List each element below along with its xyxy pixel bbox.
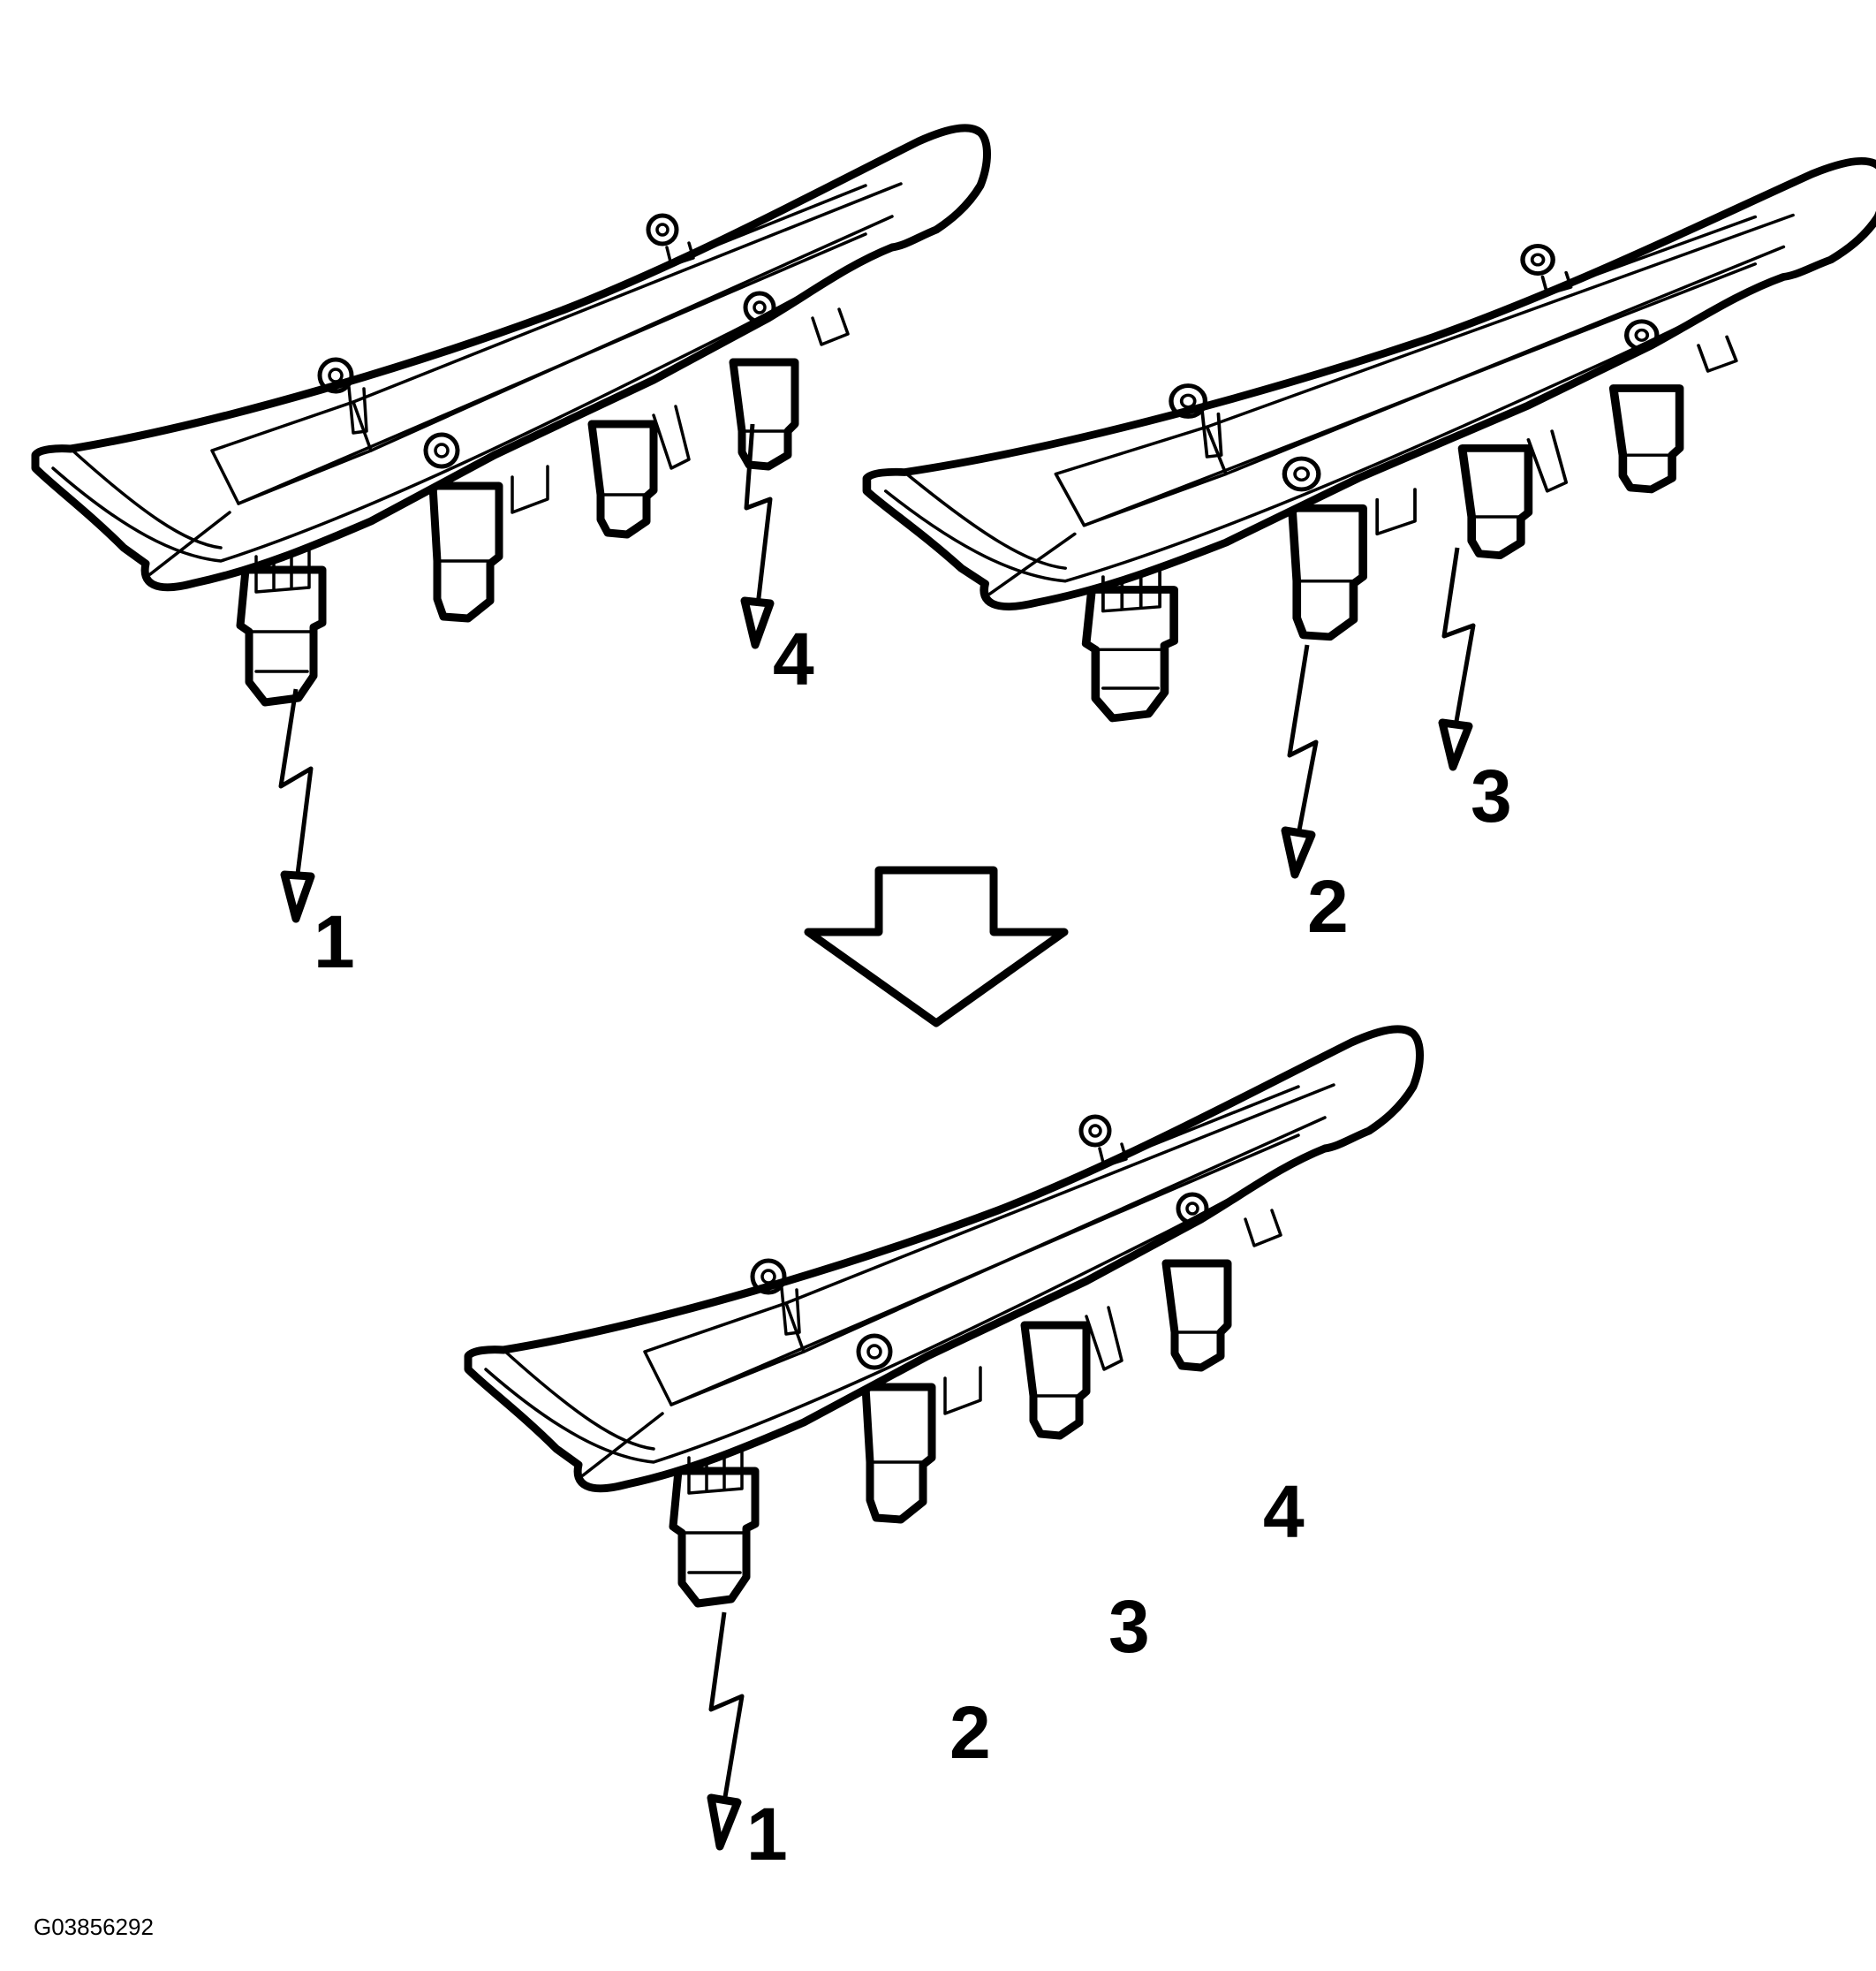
coil-pack-top-left bbox=[35, 128, 987, 702]
spark-arrow-head bbox=[280, 870, 315, 923]
coil-pack-top-right bbox=[866, 161, 1876, 718]
label-top-left-1: 1 bbox=[314, 900, 355, 983]
down-arrow-icon bbox=[804, 866, 1069, 1027]
label-top-right-3: 3 bbox=[1471, 754, 1512, 838]
spark-arrow-top-left-4 bbox=[744, 423, 773, 606]
spark-arrow-top-right-3 bbox=[1441, 547, 1476, 727]
label-bottom-2: 2 bbox=[949, 1691, 991, 1774]
label-top-left-4: 4 bbox=[773, 618, 814, 701]
spark-arrow-top-right-2 bbox=[1287, 644, 1319, 836]
spark-arrow-top-left-1 bbox=[278, 688, 314, 889]
spark-arrows bbox=[278, 423, 1476, 1851]
label-bottom-3: 3 bbox=[1108, 1585, 1150, 1668]
label-bottom-4: 4 bbox=[1263, 1470, 1305, 1553]
label-top-right-2: 2 bbox=[1307, 865, 1349, 948]
label-bottom-1: 1 bbox=[746, 1793, 788, 1876]
figure-code: G03856292 bbox=[34, 1914, 154, 1940]
spark-arrow-bottom-1 bbox=[708, 1611, 745, 1803]
